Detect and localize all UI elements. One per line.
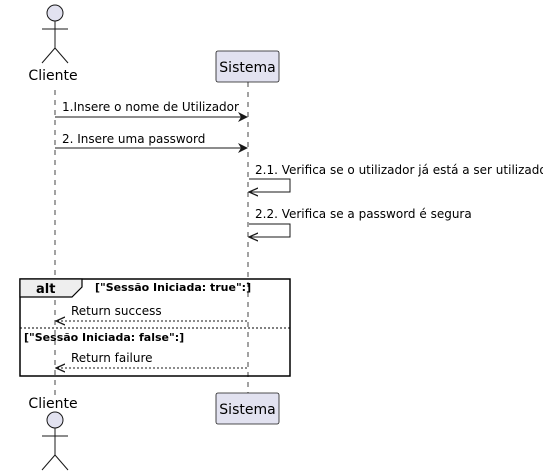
message-1-label: 1.Insere o nome de Utilizador: [62, 100, 239, 114]
participant-sistema-top-box: [215, 50, 280, 83]
participant-sistema-bottom: Sistema: [215, 392, 280, 425]
message-2-1-self-arrow: [249, 178, 291, 192]
reply-failure-label: Return failure: [71, 351, 153, 365]
reply-success-label: Return success: [71, 304, 162, 318]
alt-keyword-tab: [19, 278, 83, 298]
actor-stick-figure-icon: [41, 411, 69, 471]
participant-sistema-top-label: Sistema: [219, 60, 275, 76]
alt-guard-false: ["Sessão Iniciada: false":]: [24, 331, 184, 344]
message-1: 1.Insere o nome de Utilizador: [55, 100, 248, 122]
actor-cliente-bottom-label: Cliente: [28, 396, 77, 412]
alt-keyword: alt: [36, 282, 55, 297]
participant-sistema-bottom-box: [215, 392, 280, 425]
actor-stick-figure-icon: [41, 4, 69, 64]
message-2-2-label: 2.2. Verifica se a password é segura: [255, 207, 472, 221]
message-2-2-self-arrow: [249, 223, 291, 237]
actor-cliente-top-label: Cliente: [28, 68, 77, 84]
message-2-2: 2.2. Verifica se a password é segura: [249, 207, 472, 237]
actor-cliente-top: Cliente: [28, 4, 78, 84]
message-2-label: 2. Insere uma password: [62, 132, 205, 146]
actor-cliente-bottom: Cliente: [28, 396, 78, 471]
message-2: 2. Insere uma password: [55, 132, 248, 153]
alt-fragment: alt ["Sessão Iniciada: true":] Return su…: [19, 278, 291, 377]
message-2-1-label: 2.1. Verifica se o utilizador já está a …: [255, 163, 543, 177]
participant-sistema-bottom-label: Sistema: [219, 402, 275, 418]
message-2-1: 2.1. Verifica se o utilizador já está a …: [249, 163, 543, 192]
participant-sistema-top: Sistema: [215, 50, 280, 83]
alt-guard-true: ["Sessão Iniciada: true":]: [95, 281, 251, 294]
